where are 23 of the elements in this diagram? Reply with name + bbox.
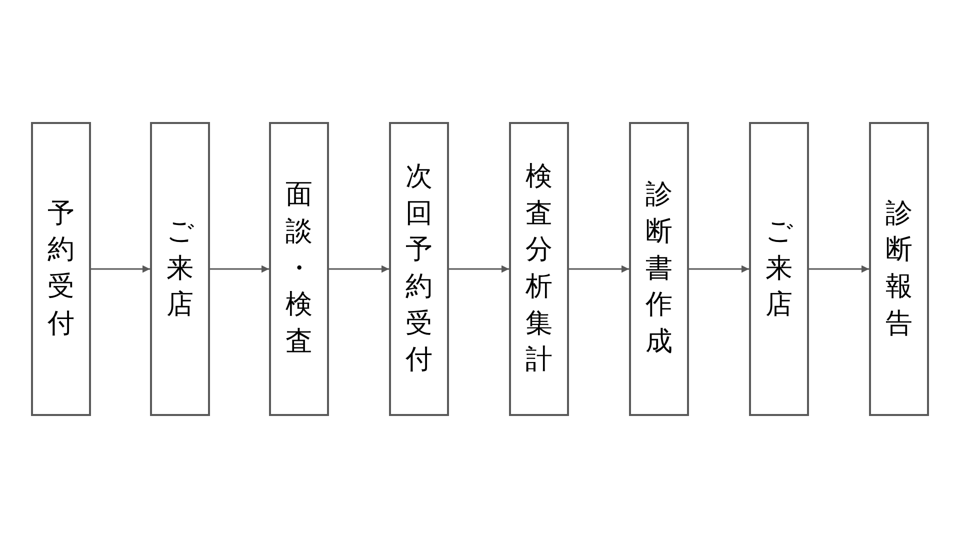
arrow [569, 265, 629, 273]
step-label: 面談・検査 [286, 178, 312, 360]
arrow [449, 265, 509, 273]
process-box [389, 122, 449, 416]
process-box [869, 122, 929, 416]
step-label: 次回予約受付 [406, 160, 432, 378]
process-box [269, 122, 329, 416]
process-box [509, 122, 569, 416]
step-label: ご来店 [766, 214, 792, 322]
process-box [629, 122, 689, 416]
arrow [809, 265, 869, 273]
step-label: 検査分析集計 [526, 160, 552, 378]
process-box [749, 122, 809, 416]
step-label: 診断書作成 [646, 178, 672, 360]
arrow [689, 265, 749, 273]
process-box [31, 122, 91, 416]
arrow [91, 265, 150, 273]
arrow [329, 265, 389, 273]
step-label: 予約受付 [48, 196, 74, 341]
step-label: ご来店 [166, 214, 194, 322]
process-box [150, 122, 210, 416]
arrow [210, 265, 269, 273]
step-label: 診断報告 [886, 196, 912, 341]
